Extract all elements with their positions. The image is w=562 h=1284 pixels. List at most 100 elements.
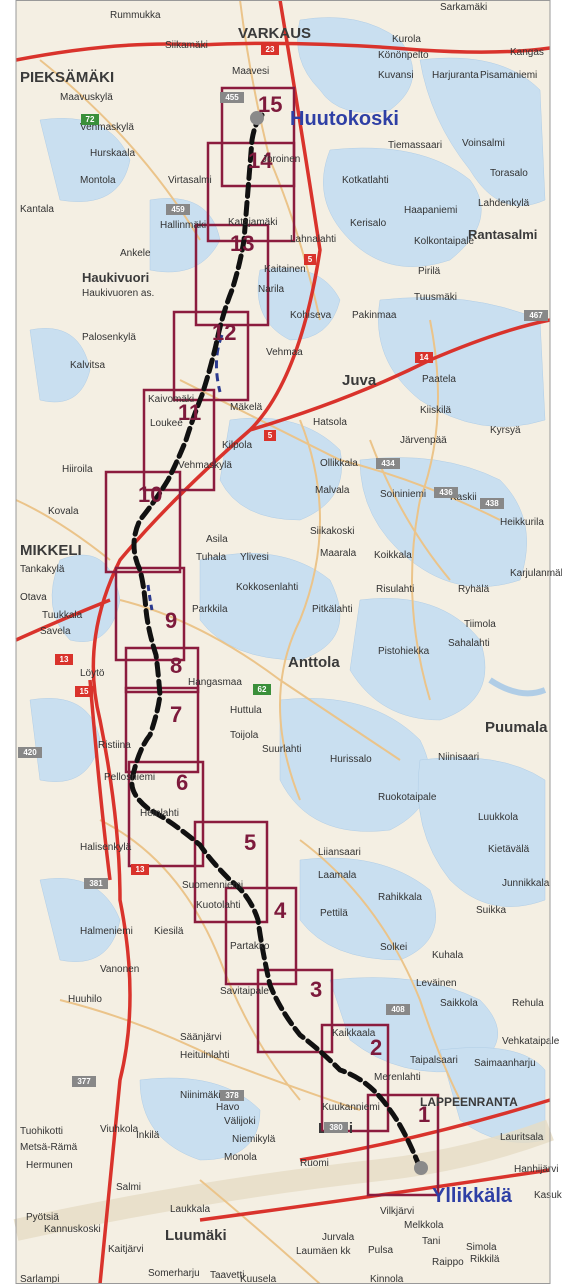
place-label: Ylivesi — [240, 552, 269, 563]
road-number-text: 13 — [60, 655, 69, 664]
segment-box-12[interactable] — [172, 310, 250, 402]
place-label: Paatela — [422, 374, 456, 385]
place-label: Montola — [80, 175, 116, 186]
road-number-badge: 23 — [261, 44, 279, 55]
place-label: Kuusela — [240, 1274, 277, 1284]
map-left-margin — [0, 0, 16, 1284]
segment-number-1: 1 — [418, 1102, 430, 1127]
start-marker[interactable] — [250, 111, 264, 125]
place-label: Saikkola — [440, 998, 478, 1009]
main-road-south — [199, 1168, 551, 1222]
route-alt-dashed-2 — [146, 584, 154, 611]
minor-road-7 — [411, 319, 439, 701]
place-label: Ristiina — [98, 740, 131, 751]
road-number-bg — [166, 204, 190, 215]
lake-3 — [419, 57, 546, 206]
segment-box-7[interactable] — [124, 686, 200, 774]
place-label: Pettilä — [320, 908, 348, 919]
road-number-text: 5 — [268, 431, 273, 440]
segment-box-13[interactable] — [194, 223, 270, 327]
place-label: Tuukkala — [42, 610, 83, 621]
lake-12 — [299, 857, 436, 961]
road-number-badge: 380 — [324, 1122, 348, 1133]
road-number-bg — [324, 1122, 348, 1133]
minor-road-1 — [239, 0, 321, 321]
segment-number-14: 14 — [248, 148, 273, 173]
place-label: Loukee — [150, 418, 183, 429]
place-label: Tuhala — [196, 552, 227, 563]
town-label: MIKKELI — [20, 542, 82, 559]
place-label: Somerharju — [148, 1268, 200, 1279]
road-number-badge: 13 — [55, 654, 73, 665]
place-label: Simola — [466, 1242, 497, 1253]
place-label: Pitkälahti — [312, 604, 353, 615]
place-label: Kiesilä — [154, 926, 184, 937]
segment-box-15[interactable] — [220, 86, 296, 188]
lake-5 — [378, 297, 546, 427]
road-number-bg — [220, 92, 244, 103]
lake-14 — [439, 1047, 546, 1143]
main-roads — [15, 0, 551, 1284]
road-number-badge: 381 — [84, 878, 108, 889]
road-number-badge: 434 — [376, 458, 400, 469]
road-number-badge: 420 — [18, 747, 42, 758]
place-label: Palosenkylä — [82, 332, 136, 343]
segment-box-9[interactable] — [114, 566, 186, 662]
main-road-13 — [15, 598, 111, 642]
place-label: Kuhala — [432, 950, 464, 961]
place-label: Suomenniemi — [182, 880, 243, 891]
road-number-bg — [386, 1004, 410, 1015]
place-label: Virtasalmi — [168, 175, 212, 186]
end-marker[interactable] — [414, 1161, 428, 1175]
place-label: Halisenkylä — [80, 842, 132, 853]
minor-road-11 — [199, 1179, 321, 1284]
segment-number-4: 4 — [274, 898, 287, 923]
place-label: Kuotolahti — [196, 900, 240, 911]
segment-box-2[interactable] — [320, 1023, 390, 1133]
road-number-badge: 15 — [75, 686, 93, 697]
road-number-badge: 455 — [220, 92, 244, 103]
place-label: Kannuskoski — [44, 1224, 101, 1235]
road-number-badge: 377 — [72, 1076, 96, 1087]
segment-box-11[interactable] — [142, 388, 216, 492]
segment-box-5[interactable] — [193, 820, 269, 924]
town-label: Anttola — [288, 654, 340, 671]
place-label: Pulsa — [368, 1245, 393, 1256]
town-label: PIEKSÄMÄKI — [20, 69, 114, 86]
place-label: Otava — [20, 592, 47, 603]
road-number-text: 455 — [225, 93, 239, 102]
road-number-bg — [75, 686, 93, 697]
town-label: LAPPEENRANTA — [420, 1095, 518, 1109]
town-label: Juva — [342, 372, 377, 389]
place-label: Melkkola — [404, 1220, 444, 1231]
place-label: Kiiskilä — [420, 405, 452, 416]
place-label: Ryhälä — [458, 584, 490, 595]
main-road-23 — [15, 41, 551, 62]
road-number-badge: 72 — [81, 114, 99, 125]
place-label: Soininiemi — [380, 489, 426, 500]
place-label: Risulahti — [376, 584, 414, 595]
lake-7 — [359, 457, 527, 587]
place-label: Viuhkola — [100, 1124, 139, 1135]
place-label: Savela — [40, 626, 71, 637]
road-number-text: 14 — [420, 353, 429, 362]
place-label: Joroinen — [262, 154, 300, 165]
place-label: Kaskii — [450, 492, 477, 503]
place-label: Hiiroila — [62, 464, 93, 475]
segment-box-4[interactable] — [224, 886, 298, 986]
place-label: Kaitjärvi — [108, 1244, 144, 1255]
road-number-badge: 13 — [131, 864, 149, 875]
segment-box-6[interactable] — [127, 760, 205, 868]
road-number-text: 434 — [381, 459, 395, 468]
segment-box-1[interactable] — [366, 1093, 440, 1197]
road-number-text: 23 — [266, 45, 275, 54]
place-label: Tuohikotti — [20, 1126, 63, 1137]
place-label: Maavesi — [232, 66, 269, 77]
place-label: Hermunen — [26, 1160, 73, 1171]
place-label: Asila — [206, 534, 228, 545]
place-label: Kyrsyä — [490, 425, 521, 436]
road-number-text: 377 — [77, 1077, 91, 1086]
place-label: Kuukanniemi — [322, 1102, 380, 1113]
route-alt-dashed — [215, 334, 224, 393]
town-label: VARKAUS — [238, 25, 311, 42]
